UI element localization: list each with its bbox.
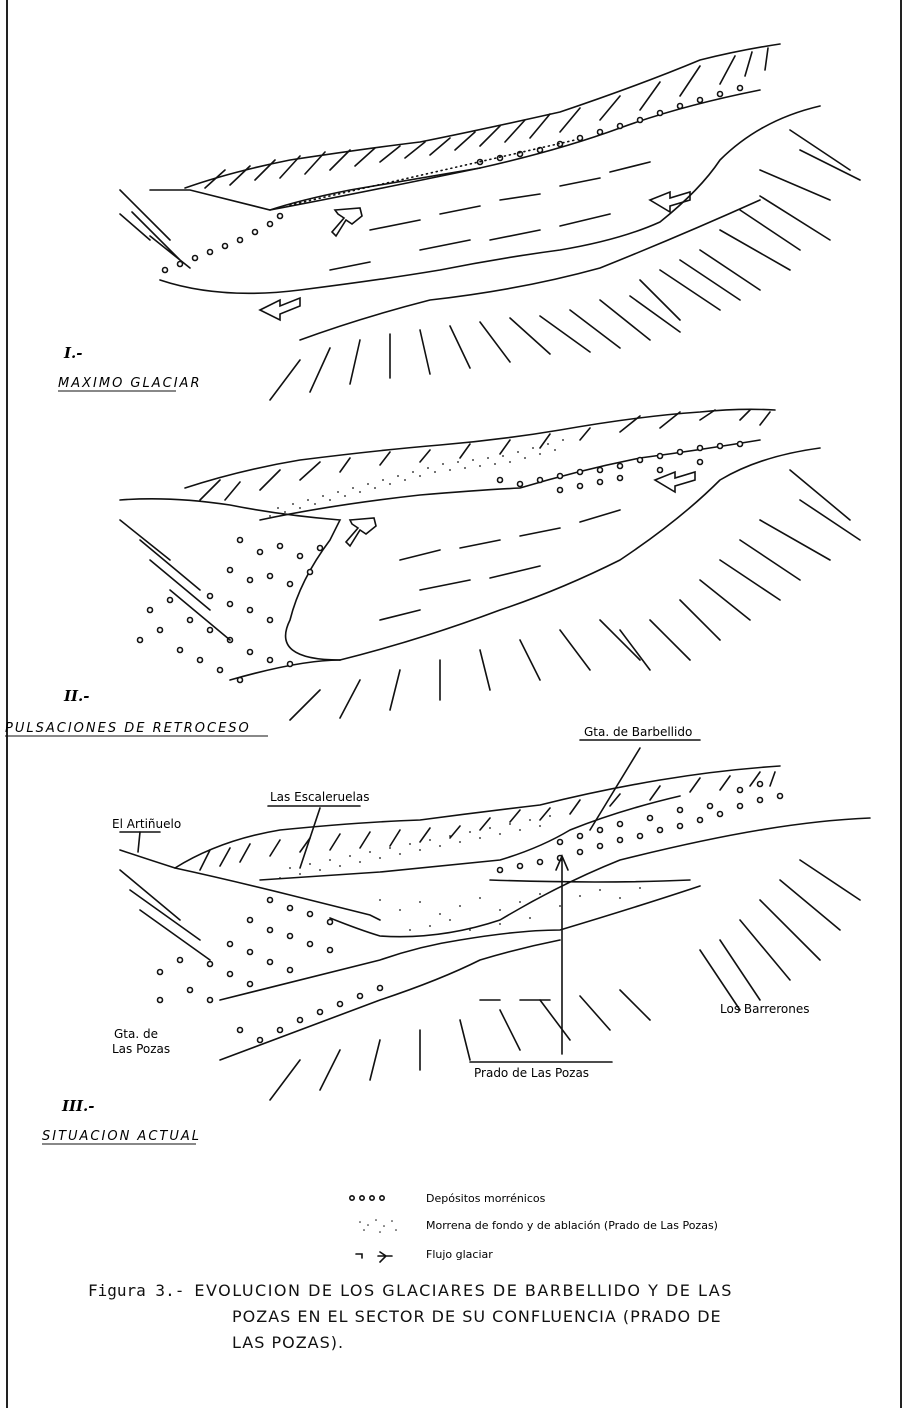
label-gta-las-pozas-1: Gta. de (114, 1027, 158, 1041)
caption-line-3: LAS POZAS). (88, 1330, 868, 1356)
panel-3-prado-edge (330, 818, 870, 937)
panel-1-ridge-top (185, 44, 780, 188)
caption-label: Figura 3.- (88, 1278, 184, 1304)
label-gta-barbellido: Gta. de Barbellido (584, 725, 692, 739)
panel-3-ridge-top (120, 766, 780, 868)
caption-line-2: POZAS EN EL SECTOR DE SU CONFLUENCIA (PR… (88, 1304, 868, 1330)
panel-3-lower-edge (220, 886, 700, 1000)
panel-1-maximo-glaciar (120, 44, 860, 400)
place-labels: El Artiñuelo Las Escaleruelas Gta. de Ba… (112, 725, 810, 1080)
panel-2-stipple (269, 439, 564, 517)
label-las-escaleruelas: Las Escaleruelas (270, 790, 369, 804)
panel-2-glacier-top (260, 440, 760, 520)
panel-1-ice-lower-edge (160, 106, 820, 293)
stage-1-number: I.- (63, 344, 82, 362)
panel-1-flow-arrow-3 (332, 208, 362, 236)
panel-3-moraine-dots (158, 782, 783, 1043)
panel-1-flow-arrow-2 (260, 298, 300, 320)
stage-3-title: SITUACION ACTUAL (42, 1129, 201, 1144)
dots-icon (350, 1196, 384, 1200)
panel-1-flow-arrow-1 (650, 192, 690, 212)
stage-2-title: PULSACIONES DE RETROCESO (5, 721, 251, 736)
figure-caption: Figura 3.- EVOLUCION DE LOS GLACIARES DE… (88, 1278, 868, 1356)
panel-2-glacier-lower (340, 448, 820, 660)
legend-text: Depósitos morrénicos Morrena de fondo y … (426, 1192, 718, 1261)
stipple-icon (359, 1219, 397, 1233)
panel-1-moraine-dots (163, 86, 743, 273)
panel-2-flow-arrow-1 (655, 472, 695, 492)
gta-barbellido-pointer (590, 748, 640, 830)
panel-1-valley-floor (300, 200, 760, 340)
label-el-artinuelo: El Artiñuelo (112, 817, 181, 831)
legend-moraine-deposits: Depósitos morrénicos (426, 1192, 546, 1205)
label-prado-las-pozas: Prado de Las Pozas (474, 1066, 589, 1080)
panel-2-valley-left (120, 499, 340, 660)
flow-arrow-icon (356, 1252, 392, 1262)
panel-3-valley-left (175, 868, 380, 920)
panel-2-pulsaciones (120, 409, 860, 720)
legend-ablation-moraine: Morrena de fondo y de ablación (Prado de… (426, 1219, 718, 1232)
panel-2-moraine-dots (138, 442, 743, 683)
stage-3-number: III.- (61, 1097, 95, 1115)
panel-2-flow-arrow-2 (346, 518, 376, 546)
stage-1-title: MAXIMO GLACIAR (58, 376, 201, 391)
label-gta-las-pozas-2: Las Pozas (112, 1042, 170, 1056)
panel-3-glacier-margin (260, 796, 680, 880)
stage-2-number: II.- (63, 687, 89, 705)
panel-1-valley-left-edge (150, 168, 480, 210)
las-escaleruelas-pointer (300, 808, 320, 868)
el-artinuelo-pointer (138, 832, 140, 852)
legend-glacier-flow: Flujo glaciar (426, 1248, 493, 1261)
caption-line-1: EVOLUCION DE LOS GLACIARES DE BARBELLIDO… (194, 1278, 733, 1304)
stage-labels: I.- MAXIMO GLACIAR II.- PULSACIONES DE R… (5, 344, 268, 1144)
panel-3-situacion-actual (120, 740, 870, 1100)
label-los-barrerones: Los Barrerones (720, 1002, 810, 1016)
legend-symbols (350, 1196, 397, 1262)
panel-3-stipple (279, 815, 641, 931)
